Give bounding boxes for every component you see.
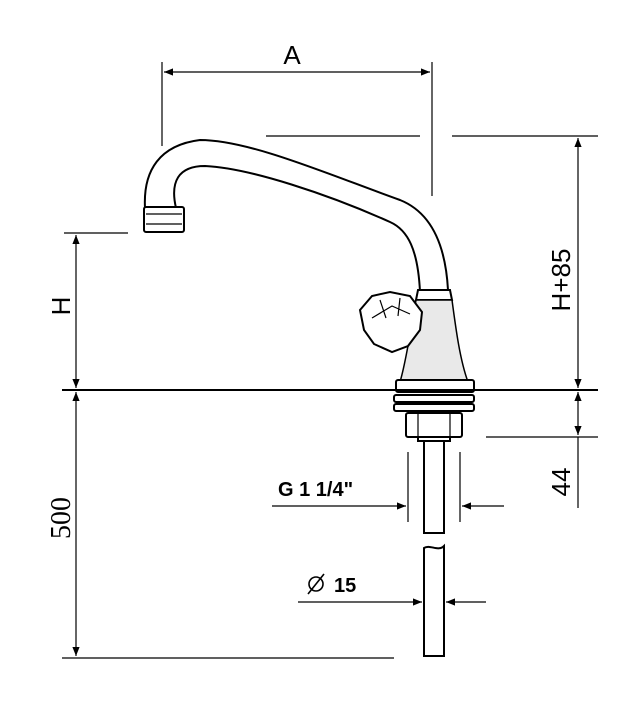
dimension-thread-label: G 1 1/4" bbox=[278, 479, 353, 501]
dimension-500: 500 bbox=[46, 392, 394, 659]
washer-top bbox=[393, 394, 475, 403]
diameter-symbol-icon bbox=[307, 573, 325, 595]
body-collar bbox=[414, 289, 454, 301]
supply-pipe-upper bbox=[423, 440, 445, 534]
supply-pipe-lower bbox=[423, 543, 445, 657]
dimension-h-plus-85-label: H+85 bbox=[546, 249, 576, 312]
dimension-pipe-diameter-label: 15 bbox=[334, 575, 356, 597]
dimension-h-label: H bbox=[46, 297, 76, 316]
dimension-h: H bbox=[46, 232, 128, 388]
spout-nozzle bbox=[143, 206, 185, 233]
dimension-pipe-diameter: 15 bbox=[298, 573, 486, 606]
faucet-outline bbox=[143, 138, 475, 657]
dimension-44-label: 44 bbox=[546, 468, 576, 497]
dimension-thread: G 1 1/4" bbox=[272, 452, 504, 522]
mounting-nut bbox=[405, 412, 463, 438]
dimension-500-label: 500 bbox=[46, 497, 77, 539]
dimension-a: A bbox=[161, 40, 433, 196]
handle-knob bbox=[358, 290, 424, 354]
dimension-h-plus-85: H+85 bbox=[266, 135, 598, 388]
spout-arm bbox=[143, 138, 450, 294]
dimension-a-label: A bbox=[283, 40, 301, 70]
washer-bottom bbox=[393, 403, 475, 412]
dimension-44: 44 bbox=[486, 392, 598, 508]
